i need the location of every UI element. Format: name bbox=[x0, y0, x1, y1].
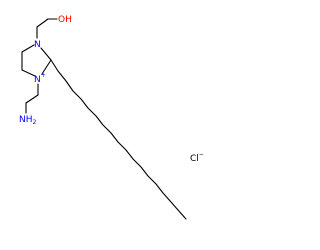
bond-n3-c4 bbox=[21, 69, 36, 77]
hydroxyethyl-chain bbox=[36, 18, 58, 39]
structure-diagram: OH N N+ NH2 Cl− bbox=[19, 15, 204, 220]
ring-n-top-label: N bbox=[34, 40, 41, 50]
hydroxyl-label: OH bbox=[58, 15, 72, 25]
chloride-label: Cl− bbox=[190, 151, 204, 164]
bond-c2-n3 bbox=[41, 59, 52, 75]
amine-label: NH2 bbox=[19, 115, 37, 126]
bond-ch2-ch2 bbox=[36, 18, 49, 28]
ring-n-bottom-label: N+ bbox=[34, 72, 46, 85]
imidazolinium-ring bbox=[21, 44, 52, 77]
bond-n1-c2 bbox=[40, 47, 52, 61]
heptadecyl-chain bbox=[50, 59, 187, 220]
bond-c5-n1 bbox=[21, 44, 35, 53]
aminoethyl-chain bbox=[25, 83, 39, 114]
bond-ch2-ch2-amine bbox=[25, 94, 39, 104]
